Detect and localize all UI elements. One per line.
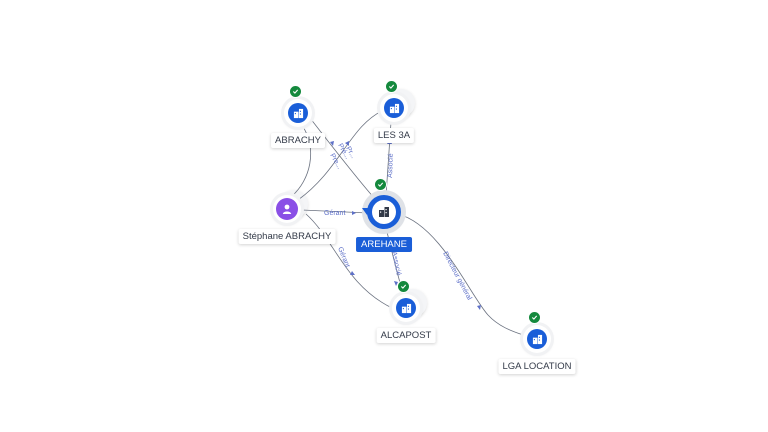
node-bubble[interactable] xyxy=(284,85,312,127)
company-icon xyxy=(288,103,308,123)
company-icon xyxy=(527,329,547,349)
verified-check-icon xyxy=(374,178,387,191)
verified-check-icon xyxy=(528,311,541,324)
node-label[interactable]: ABRACHY xyxy=(271,133,325,148)
node-bubble[interactable] xyxy=(392,280,427,322)
edge-arrow xyxy=(330,141,334,146)
node-label[interactable]: LGA LOCATION xyxy=(498,359,576,374)
edge-arehane-lga[interactable] xyxy=(397,213,527,337)
edge-stephane-les3a[interactable] xyxy=(297,109,385,201)
edge-arrow xyxy=(345,141,349,146)
node-bubble[interactable] xyxy=(273,190,308,223)
edge-stephane-abrachy[interactable] xyxy=(291,124,311,197)
edge-label-arehane-alcapost: Associé xyxy=(390,251,402,277)
node-bubble[interactable] xyxy=(523,311,551,353)
verified-check-icon xyxy=(385,80,398,93)
edge-abrachy-arehane[interactable] xyxy=(309,117,377,201)
edge-label-arehane-lga: Directeur général xyxy=(441,251,473,302)
edge-label-les3a-arehane: Associé xyxy=(387,153,395,178)
node-bubble[interactable] xyxy=(362,178,401,229)
company-icon xyxy=(384,98,404,118)
edge-arrow xyxy=(477,305,481,310)
edge-arrow xyxy=(350,271,355,275)
edge-label-stephane-alcapost: Gérant xyxy=(336,246,351,269)
person-icon xyxy=(276,198,298,220)
pin-pointer xyxy=(362,208,372,215)
company-icon xyxy=(396,298,416,318)
node-label[interactable]: AREHANE xyxy=(356,237,412,252)
node-label[interactable]: LES 3A xyxy=(373,128,415,143)
node-label[interactable]: Stéphane ABRACHY xyxy=(238,229,336,244)
edge-arrow xyxy=(352,211,356,215)
verified-check-icon xyxy=(289,85,302,98)
edge-stephane-alcapost[interactable] xyxy=(305,213,393,309)
node-label[interactable]: ALCAPOST xyxy=(376,328,436,343)
edge-stephane-arehane[interactable] xyxy=(301,209,369,214)
edge-label-stephane-arehane: Gérant xyxy=(324,210,345,217)
company-icon xyxy=(372,200,396,224)
node-bubble[interactable] xyxy=(380,80,415,122)
verified-check-icon xyxy=(397,280,410,293)
